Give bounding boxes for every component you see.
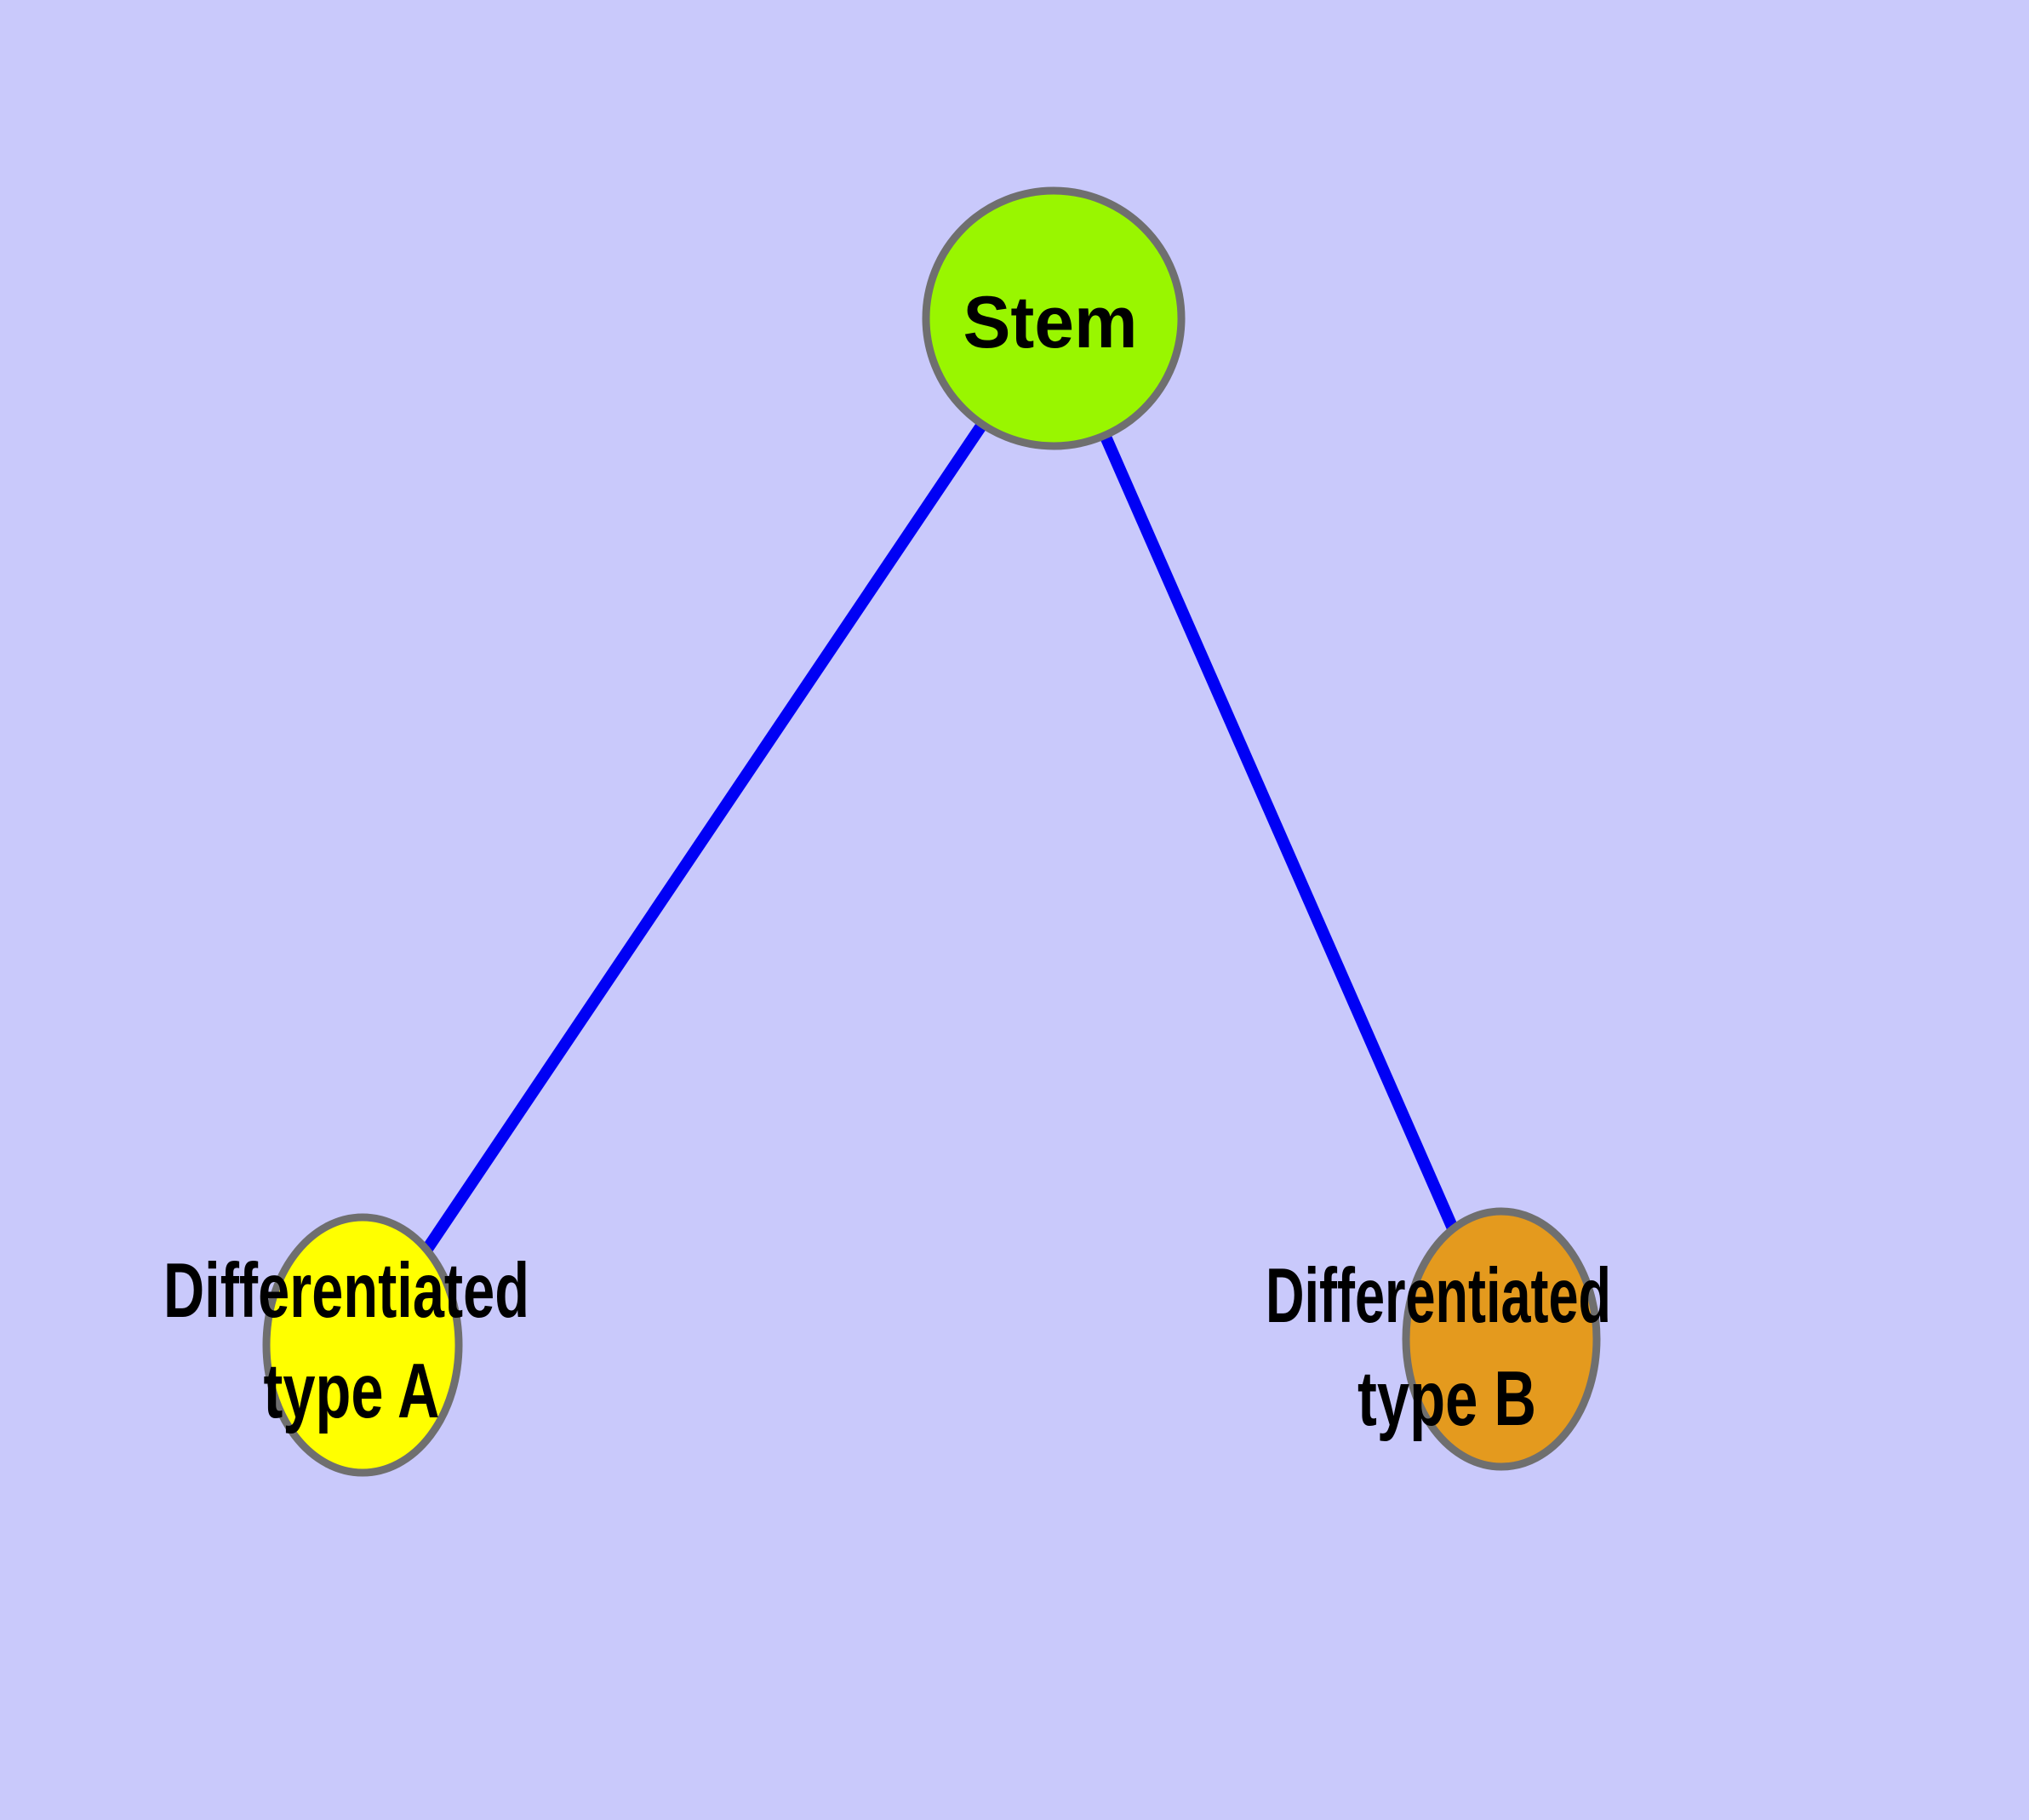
node-differentiated-type-a: Differentiated type A [163, 1213, 529, 1477]
edge-stem-to-differentiated-type-a [357, 315, 1059, 1348]
node-differentiated-type-a-shape [262, 1213, 463, 1477]
node-differentiated-type-b-shape [1402, 1207, 1601, 1471]
node-stem-shape [922, 186, 1186, 450]
node-differentiated-type-b: Differentiated type B [1266, 1207, 1611, 1471]
node-differentiated-type-a-label-line-2: type A [264, 1348, 440, 1434]
node-differentiated-type-b-label-line-1: Differentiated [1266, 1253, 1611, 1339]
edge-layer [357, 315, 1507, 1348]
node-differentiated-type-b-label-line-2: type B [1357, 1356, 1536, 1442]
node-differentiated-type-a-label-line-1: Differentiated [163, 1248, 529, 1334]
node-stem: Stem [922, 186, 1186, 450]
edge-stem-to-differentiated-type-b [1048, 316, 1507, 1342]
node-stem-label-line-1: Stem [963, 282, 1138, 363]
